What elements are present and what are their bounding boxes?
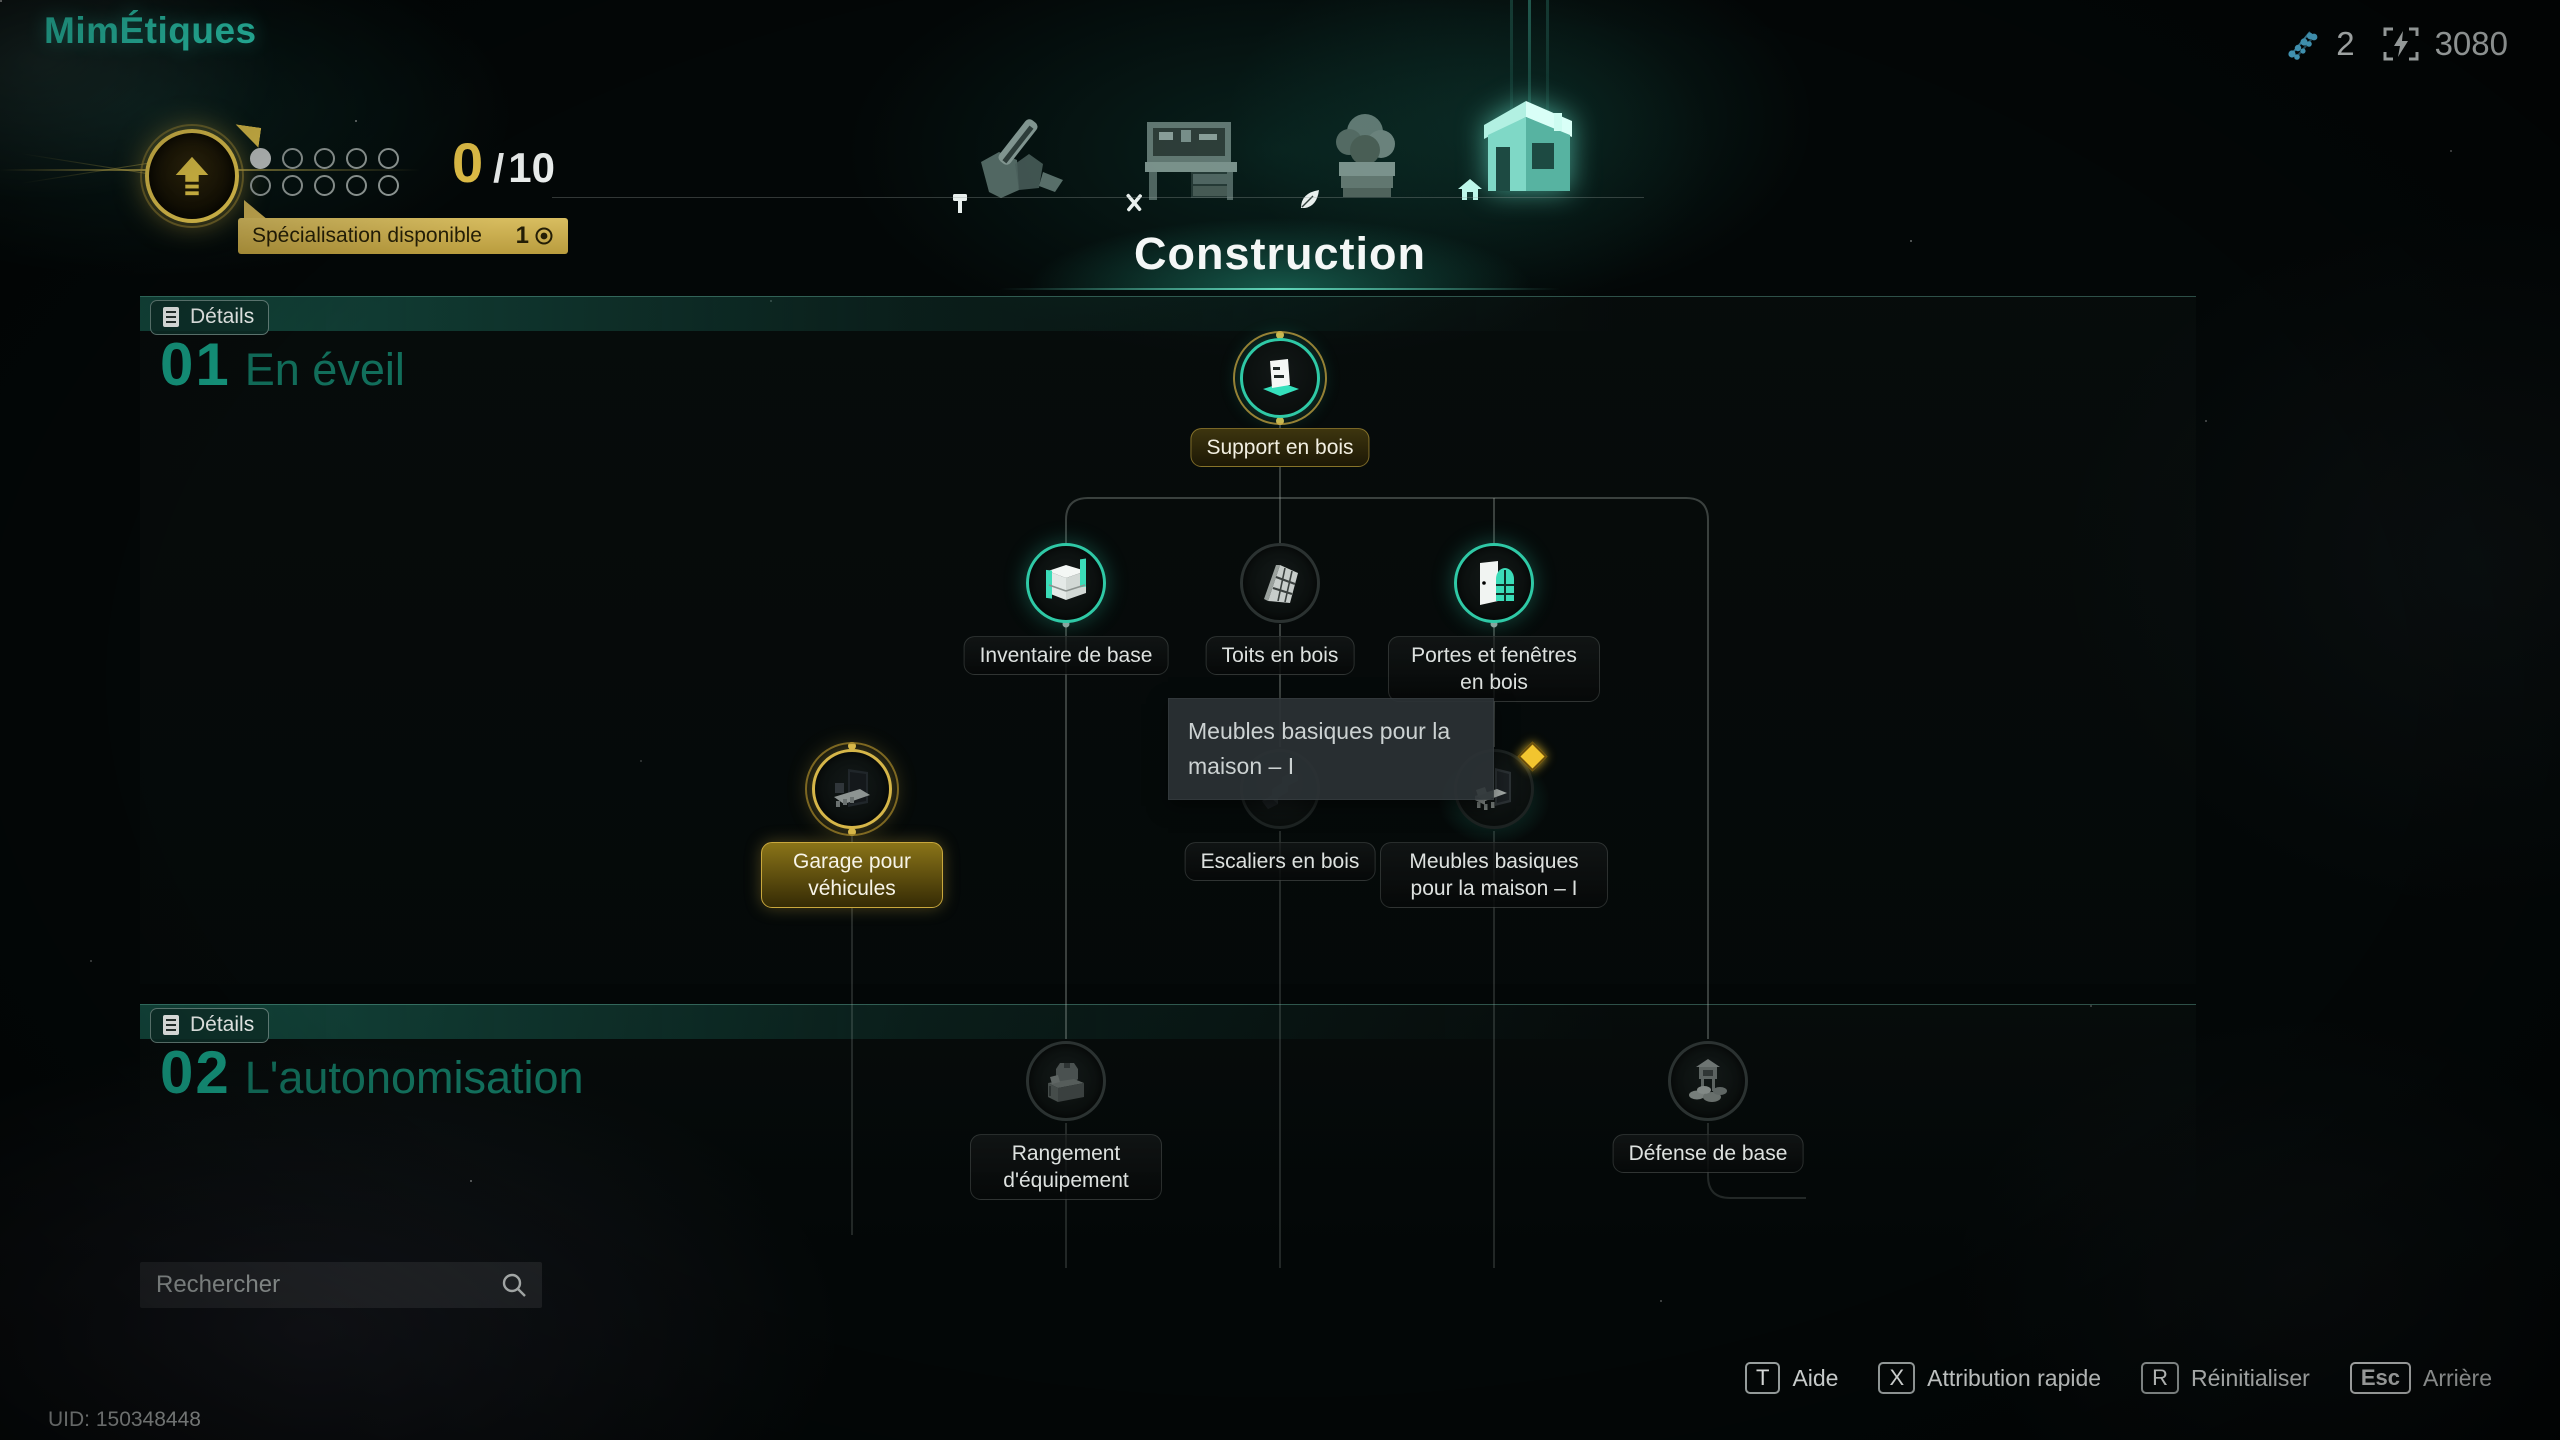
vignette-overlay	[0, 0, 2560, 1440]
memetics-screen: MimÉtiques 2	[0, 0, 2560, 1440]
